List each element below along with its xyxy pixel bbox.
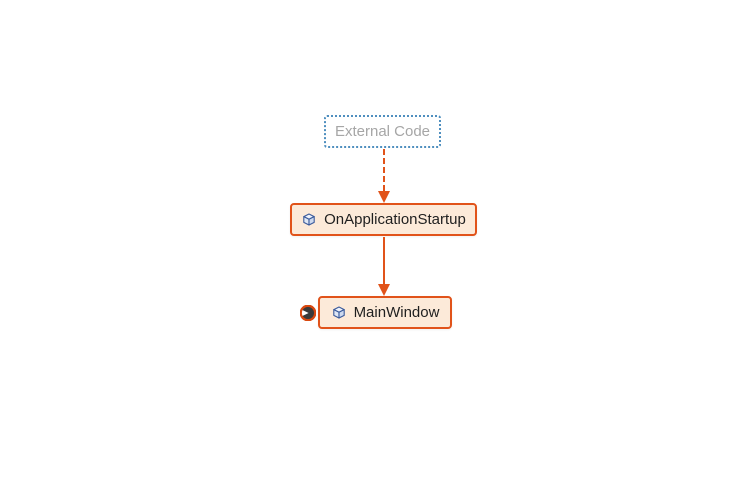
arrowhead-icon [378, 191, 390, 203]
entry-badge-icon[interactable] [300, 305, 316, 321]
node-on-application-startup-label: OnApplicationStartup [324, 211, 466, 228]
edge-startup-to-mainwindow [383, 237, 385, 285]
method-cube-icon [303, 212, 315, 226]
edge-external-to-startup [383, 149, 385, 191]
method-cube-icon [332, 305, 345, 319]
node-external-code[interactable]: External Code [324, 115, 441, 148]
node-on-application-startup[interactable]: OnApplicationStartup [290, 203, 477, 236]
node-main-window[interactable]: MainWindow [318, 296, 452, 329]
node-external-code-label: External Code [334, 123, 431, 140]
arrowhead-icon [378, 284, 390, 296]
node-main-window-label: MainWindow [353, 304, 440, 321]
